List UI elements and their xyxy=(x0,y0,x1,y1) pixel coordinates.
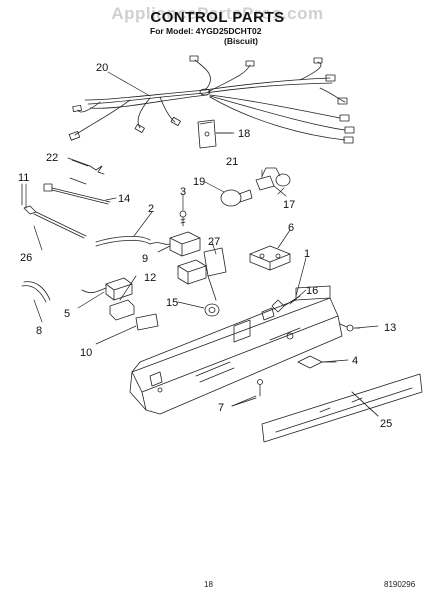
control-housing-drawing xyxy=(129,285,343,415)
trim-strip-drawing xyxy=(261,373,423,443)
callout-9: 9 xyxy=(142,253,148,265)
probe-drawing xyxy=(21,183,111,239)
callout-4: 4 xyxy=(352,355,358,367)
callout-20: 20 xyxy=(96,62,108,74)
wire-harness-drawing xyxy=(68,55,355,144)
callout-17: 17 xyxy=(283,199,295,211)
callouts: 20 18 22 21 11 19 3 17 14 2 6 26 27 9 1 … xyxy=(18,62,396,430)
part-7-drawing xyxy=(231,379,263,407)
callout-6: 6 xyxy=(288,222,294,234)
part-4-drawing xyxy=(297,355,337,369)
callout-8: 8 xyxy=(36,325,42,337)
part-8-drawing xyxy=(21,281,51,303)
callout-14: 14 xyxy=(118,193,130,205)
part-5-drawing xyxy=(81,277,135,321)
callout-7: 7 xyxy=(218,402,224,414)
part-22-drawing xyxy=(71,159,105,175)
model-line: For Model: 4YGD25DCHT02 xyxy=(150,26,262,36)
part-9-drawing xyxy=(149,231,201,257)
part-10-drawing xyxy=(135,313,159,331)
variant-label: (Biscuit) xyxy=(224,36,258,46)
callout-16: 16 xyxy=(306,285,318,297)
callout-18: 18 xyxy=(238,128,250,140)
part-15-drawing xyxy=(204,303,220,317)
part-19-drawing xyxy=(220,189,253,207)
callout-15: 15 xyxy=(166,297,178,309)
part-21-drawing xyxy=(255,167,291,197)
callout-13: 13 xyxy=(384,322,396,334)
part-6-drawing xyxy=(249,245,291,271)
callout-3: 3 xyxy=(180,186,186,198)
callout-2: 2 xyxy=(148,203,154,215)
part-27-drawing xyxy=(203,247,227,301)
callout-22: 22 xyxy=(46,152,58,164)
part-18-drawing xyxy=(197,119,233,149)
callout-27: 27 xyxy=(208,236,220,248)
leader-lines xyxy=(25,71,379,417)
part-2-drawing xyxy=(95,236,151,247)
callout-21: 21 xyxy=(226,156,238,168)
part-13-drawing xyxy=(339,323,361,332)
callout-12: 12 xyxy=(144,272,156,284)
document-code: 8190296 xyxy=(384,580,416,589)
part-12-drawing xyxy=(177,259,207,285)
callout-1: 1 xyxy=(304,248,310,260)
callout-10: 10 xyxy=(80,347,92,359)
callout-5: 5 xyxy=(64,308,70,320)
callout-25: 25 xyxy=(380,418,392,430)
page-title: CONTROL PARTS xyxy=(150,9,285,26)
watermark: AppliancePartsPros.com xyxy=(111,4,324,23)
callout-19: 19 xyxy=(193,176,205,188)
part-3-drawing xyxy=(179,210,187,227)
callout-11: 11 xyxy=(18,172,29,184)
page-number: 18 xyxy=(204,580,213,589)
callout-26: 26 xyxy=(20,252,32,264)
